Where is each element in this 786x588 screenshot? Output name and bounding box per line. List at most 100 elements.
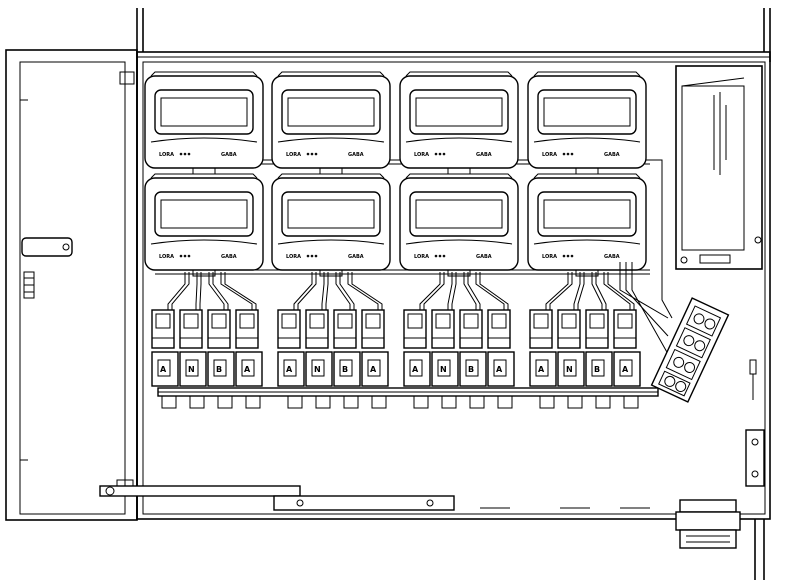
terminal-label: B [468,365,474,374]
meter-label-left: LORA [542,254,557,260]
side-module [675,65,763,270]
wire [220,272,253,310]
ground-wire [631,262,669,355]
wire [545,272,569,310]
terminal-foot [623,395,639,409]
breaker [179,309,203,349]
wire-group [167,159,673,355]
terminal-foot [217,395,233,409]
meter-label-right: GABA [348,152,364,158]
wire [451,272,457,310]
meter: LORA GABA [144,173,264,277]
terminal-block: A [613,351,641,387]
meter-label-left: LORA [414,152,429,158]
enclosure-door [5,49,138,521]
wire [199,272,202,310]
terminal-block: B [585,351,613,387]
terminal-block: A [487,351,515,387]
wire [171,272,190,310]
terminal-foot [441,395,457,409]
wire [321,272,325,310]
wire [595,272,607,310]
terminal-block: A [403,351,431,387]
meter-label-right: GABA [221,254,237,260]
wire [351,272,383,310]
terminal-label: A [496,365,503,374]
breaker [333,309,357,349]
wire [423,272,445,310]
wire [447,272,453,310]
terminal-block: N [305,351,333,387]
terminal-block: N [179,351,207,387]
breaker [207,309,231,349]
wire [603,272,631,310]
breaker [305,309,329,349]
terminal-foot [539,395,555,409]
meter-label-left: LORA [414,254,429,260]
wire [577,272,585,310]
breaker [361,309,385,349]
bottom-rail [99,485,650,511]
breaker [277,309,301,349]
wire [335,272,351,310]
terminal-foot [567,395,583,409]
terminal-foot [371,395,387,409]
wire [339,272,355,310]
terminal-label: B [594,365,600,374]
wire [475,272,505,310]
terminal-foot [189,395,205,409]
terminal-label: N [314,365,321,374]
breaker [613,309,637,349]
terminal-label: A [286,365,293,374]
terminal-label: N [440,365,447,374]
ground-wire [619,262,669,319]
terminal-block: A [151,351,179,387]
wire [208,272,225,310]
breaker [235,309,259,349]
wire [224,272,257,310]
breaker [459,309,483,349]
breaker [585,309,609,349]
ground-terminal-block [650,297,730,403]
terminal-block: B [333,351,361,387]
terminal-label: A [538,365,545,374]
terminal-foot [287,395,303,409]
meter-label-left: LORA [159,152,174,158]
terminal-foot [343,395,359,409]
terminal-foot [161,395,177,409]
terminal-block: B [459,351,487,387]
meter-label-right: GABA [476,254,492,260]
meter-label-left: LORA [159,254,174,260]
wire [607,272,635,310]
wire [325,272,329,310]
din-rail [157,387,659,397]
wire [573,272,581,310]
meter: LORA GABA [399,173,519,277]
meter-label-left: LORA [286,254,301,260]
terminal-label: N [188,365,195,374]
ground-wire [625,262,669,337]
breaker [151,309,175,349]
terminal-label: A [412,365,419,374]
terminal-label: A [622,365,629,374]
wire [167,272,186,310]
wire [549,272,573,310]
terminal-block: A [277,351,305,387]
terminal-block: A [235,351,263,387]
wire [347,272,379,310]
breaker [431,309,455,349]
terminal-foot [315,395,331,409]
wire [467,272,481,310]
terminal-foot [595,395,611,409]
terminal-label: A [160,365,167,374]
terminal-foot [245,395,261,409]
breaker [529,309,553,349]
